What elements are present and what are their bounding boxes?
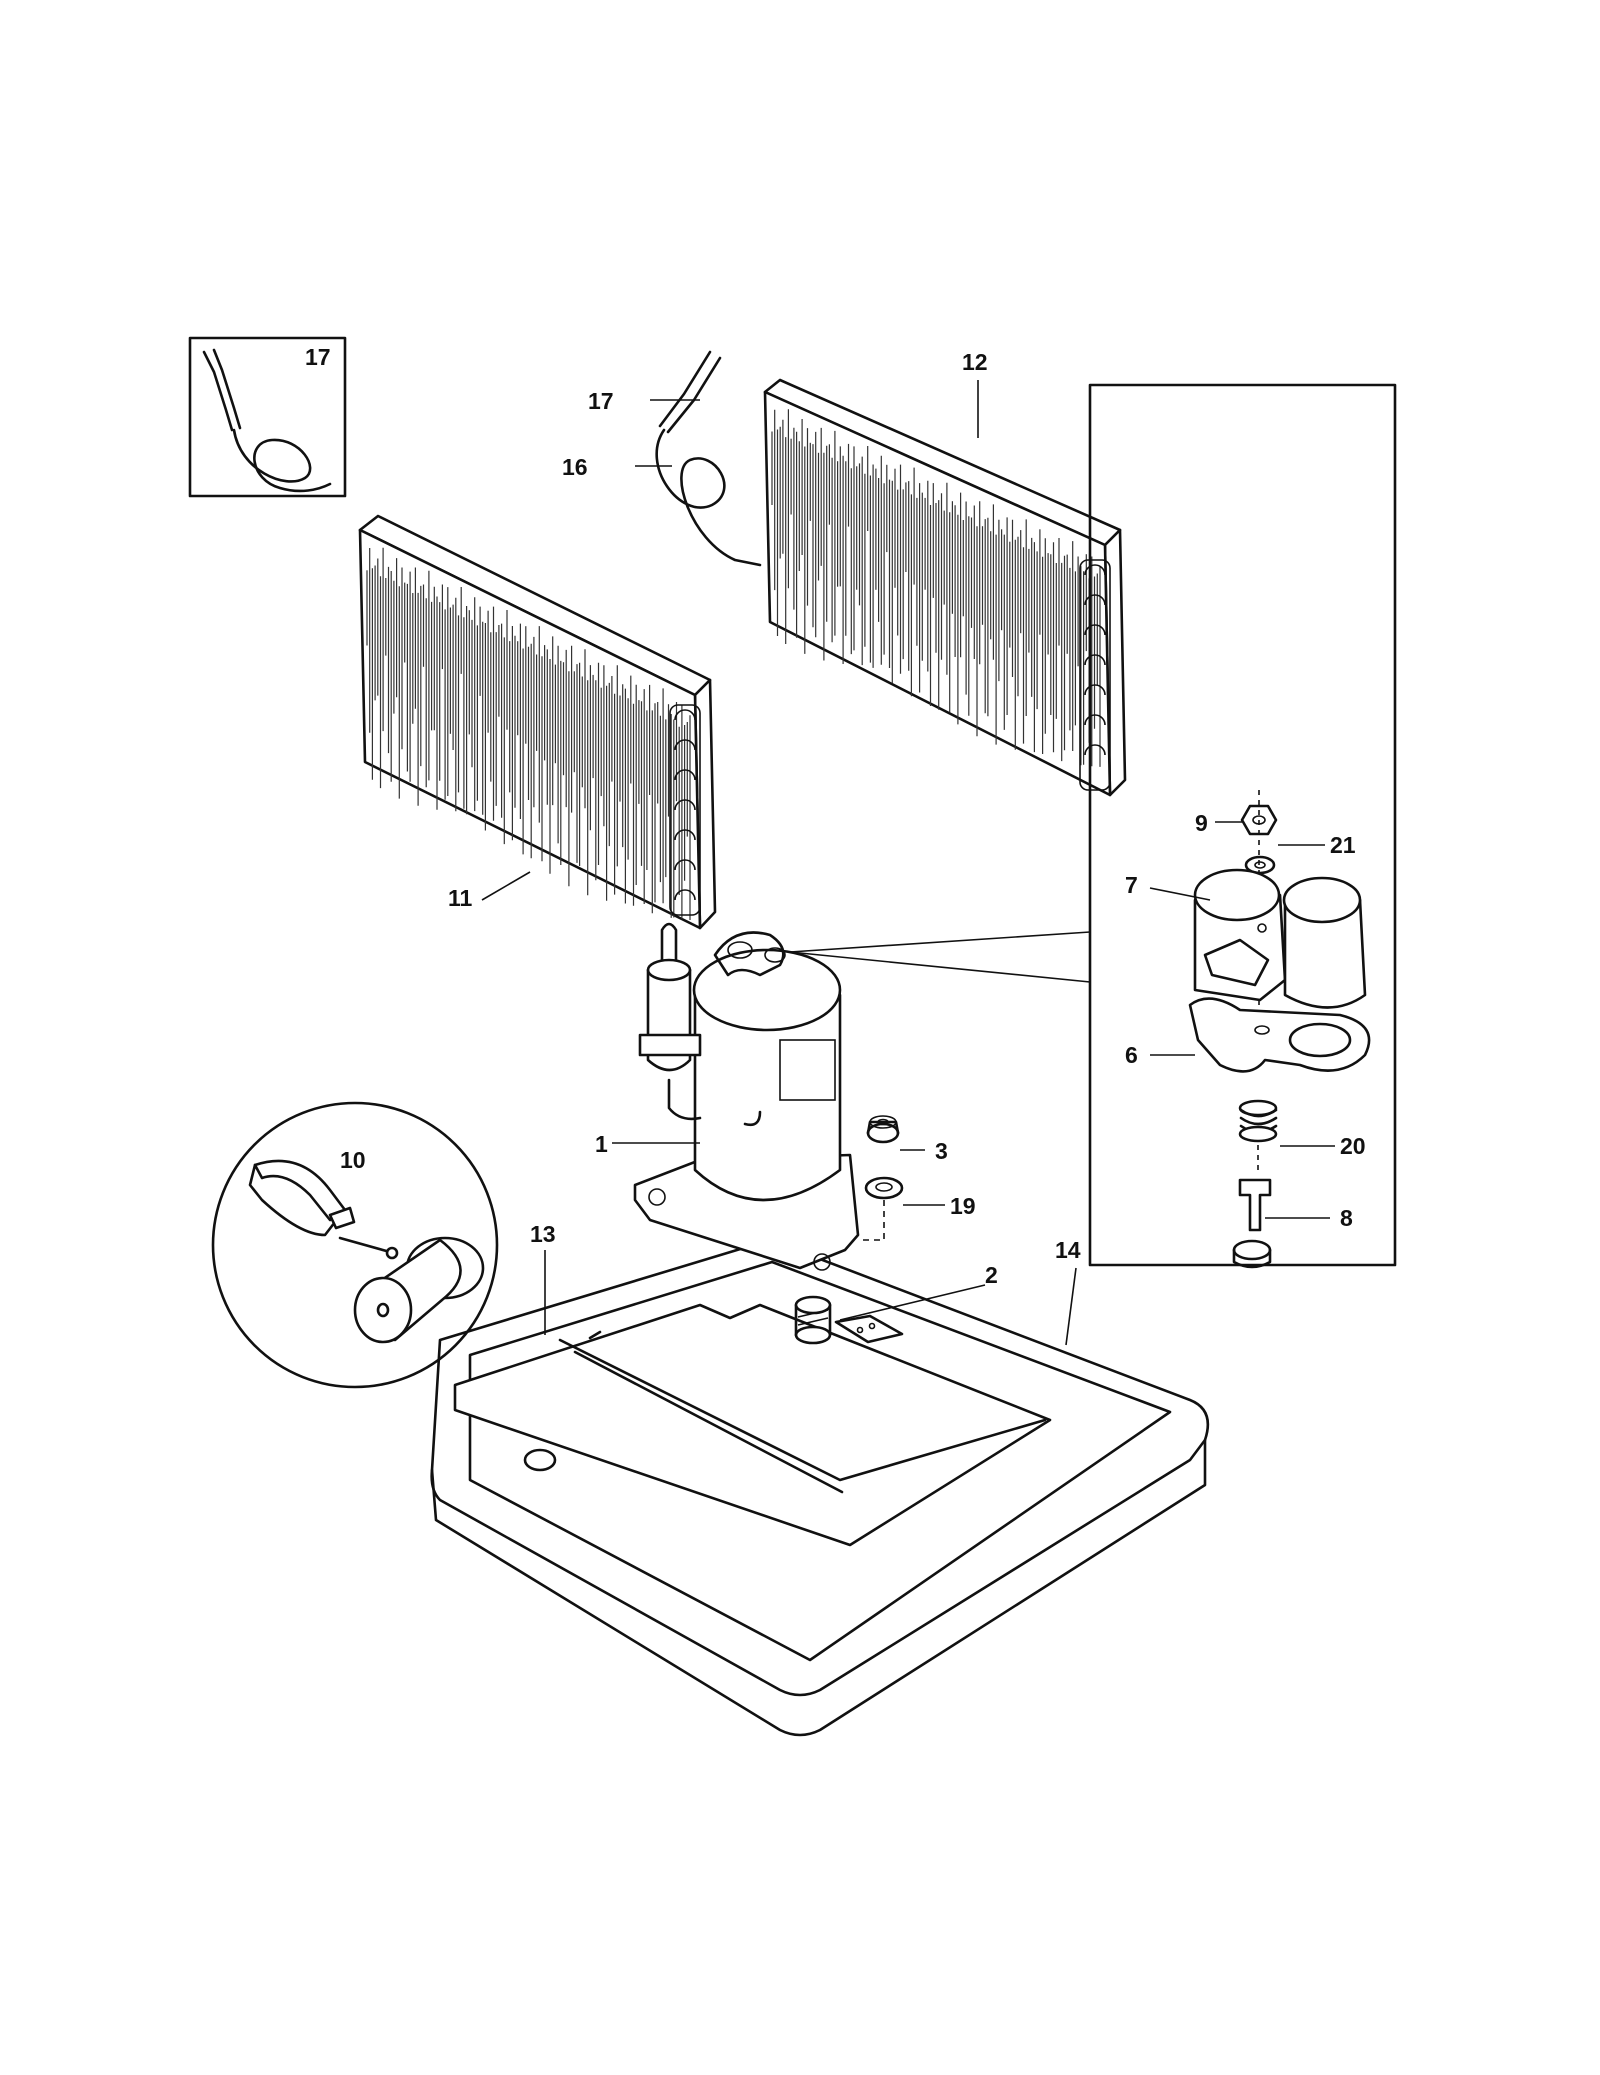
detail-box-terminal-assembly bbox=[789, 383, 1397, 1269]
callout-3: 3 bbox=[935, 1138, 948, 1164]
coil-12-fins bbox=[771, 409, 1101, 767]
callout-21: 21 bbox=[1330, 832, 1356, 858]
callout-14: 14 bbox=[1055, 1237, 1081, 1263]
callout-labels: 17 17 16 12 11 9 21 7 6 20 8 10 1 3 19 1… bbox=[305, 344, 1366, 1288]
capacitor-inset bbox=[211, 1101, 499, 1389]
callout-2: 2 bbox=[985, 1262, 998, 1288]
callout-17: 17 bbox=[588, 388, 614, 414]
coil-12 bbox=[763, 378, 1127, 797]
callout-9: 9 bbox=[1195, 810, 1208, 836]
compressor bbox=[633, 922, 860, 1271]
callout-11: 11 bbox=[448, 885, 473, 911]
base-pan bbox=[430, 1238, 1210, 1737]
capillary-tube-assembly bbox=[655, 350, 762, 567]
callout-12: 12 bbox=[962, 349, 988, 375]
coil-11-fins bbox=[366, 547, 691, 920]
grommet-nut-3 bbox=[866, 1115, 900, 1144]
leader-lines bbox=[481, 380, 1335, 1346]
callout-1: 1 bbox=[595, 1131, 608, 1157]
callout-17-inset: 17 bbox=[305, 344, 331, 370]
callout-19: 19 bbox=[950, 1193, 976, 1219]
inset-capillary-tube bbox=[188, 336, 347, 498]
coil-11-return-bends bbox=[669, 704, 701, 916]
spring-2 bbox=[794, 1295, 832, 1345]
callout-16: 16 bbox=[562, 454, 588, 480]
callout-6: 6 bbox=[1125, 1042, 1138, 1068]
callout-13: 13 bbox=[530, 1221, 556, 1247]
coil-12-return-bends bbox=[1079, 559, 1111, 791]
callout-20: 20 bbox=[1340, 1133, 1366, 1159]
callout-8: 8 bbox=[1340, 1205, 1353, 1231]
coil-11 bbox=[358, 514, 717, 930]
washer-19 bbox=[860, 1176, 904, 1241]
callout-10: 10 bbox=[340, 1147, 366, 1173]
callout-7: 7 bbox=[1125, 872, 1138, 898]
